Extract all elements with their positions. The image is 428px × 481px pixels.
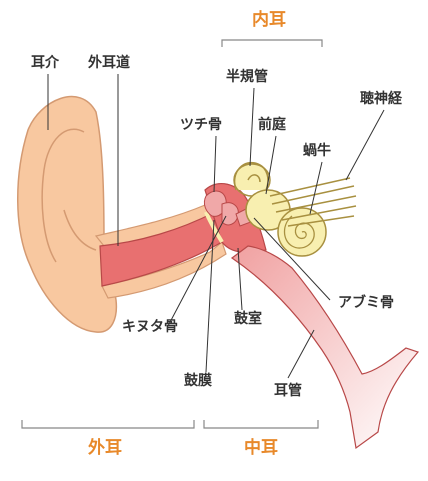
label-cochlear-nerve: 聴神経 (360, 91, 402, 107)
auricle-shape (17, 95, 118, 333)
label-semicircular-canals: 半規管 (226, 69, 268, 85)
label-stirrup: アブミ骨 (338, 295, 394, 311)
section-middle-ear: 中耳 (244, 438, 278, 458)
label-vestibule: 前庭 (258, 117, 286, 133)
auricle-fold (63, 209, 97, 251)
cochlear-nerve-shape (269, 177, 357, 227)
section-outer-ear: 外耳 (88, 438, 122, 458)
label-incus: キヌタ骨 (122, 319, 178, 335)
label-tympanic-cavity: 鼓室 (234, 311, 262, 327)
label-anvil: ツチ骨 (180, 117, 222, 133)
eustachian-tube-shape (230, 245, 420, 450)
ear-canal-skin-lower (101, 240, 227, 299)
auricle-helix-inner (41, 128, 85, 263)
label-eustachian-tube: 耳管 (274, 383, 302, 399)
label-eardrum: 鼓膜 (184, 373, 212, 389)
label-ear-canal: 外耳道 (88, 55, 130, 71)
section-brackets (21, 39, 323, 429)
leader-lines (47, 74, 385, 379)
vestibule-shape (245, 189, 291, 231)
label-cochlea: 蝸牛 (303, 143, 331, 159)
label-auricle: 耳介 (31, 55, 59, 71)
section-inner-ear: 内耳 (252, 10, 286, 30)
